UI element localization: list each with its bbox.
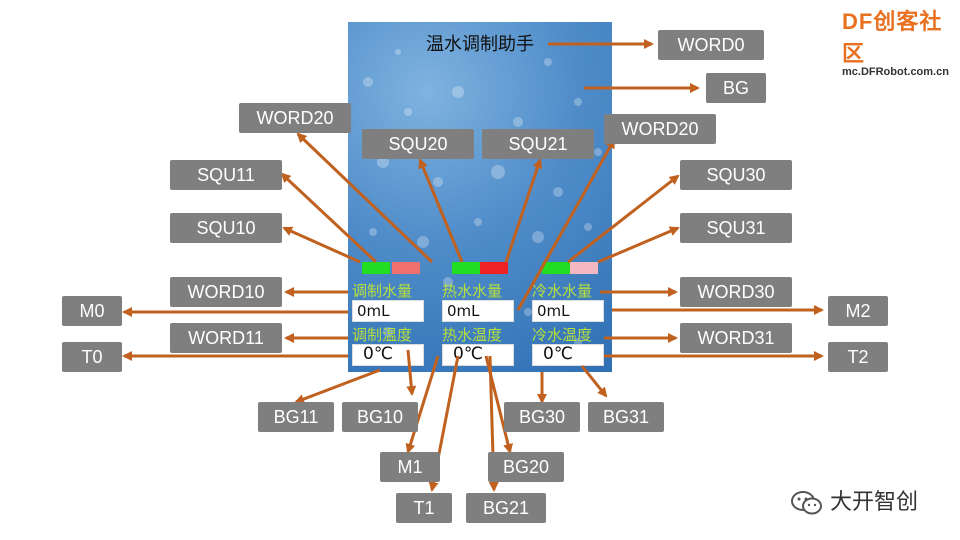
label-bg30: BG30 [504, 402, 580, 432]
label-bg11: BG11 [258, 402, 334, 432]
device-screen: 温水调制助手 调制水量 0mL 调制温度 0℃ 热水水量 0mL 热水温度 0℃… [348, 22, 612, 372]
m0-box: 0mL [352, 300, 424, 322]
label-word10: WORD10 [170, 277, 282, 307]
label-squ11: SQU11 [170, 160, 282, 190]
m0-value: 0mL [357, 302, 390, 320]
dfrobot-logo: DF创客社区 mc.DFRobot.com.cn [842, 4, 960, 78]
squ21-indicator [480, 262, 508, 274]
squ30-indicator [542, 262, 570, 274]
wechat-icon [791, 491, 822, 515]
label-m2: M2 [828, 296, 888, 326]
watermark-text: 大开智创 [830, 490, 919, 515]
label-t2: T2 [828, 342, 888, 372]
label-bg20: BG20 [488, 452, 564, 482]
label-squ21: SQU21 [482, 129, 594, 159]
label-m0: M0 [62, 296, 122, 326]
watermark: 大开智创 [790, 484, 918, 516]
squ31-indicator [570, 262, 598, 274]
label-word20-left: WORD20 [239, 103, 351, 133]
t0-box: 0℃ [352, 344, 424, 366]
m1-box: 0mL [442, 300, 514, 322]
logo-brand: DF创客社区 [842, 9, 943, 66]
word31-label: 冷水温度 [532, 326, 593, 344]
word30-label: 冷水水量 [532, 282, 593, 300]
screen-title: 温水调制助手 [426, 34, 534, 55]
label-bg10: BG10 [342, 402, 418, 432]
t2-value: 0℃ [543, 344, 573, 364]
label-m1: M1 [380, 452, 440, 482]
label-t0: T0 [62, 342, 122, 372]
label-t1: T1 [396, 493, 452, 523]
label-word11: WORD11 [170, 323, 282, 353]
t1-box: 0℃ [442, 344, 514, 366]
logo-site: mc.DFRobot.com.cn [842, 66, 949, 78]
squ10-indicator [362, 262, 390, 274]
t0-value: 0℃ [363, 344, 393, 364]
label-squ31: SQU31 [680, 213, 792, 243]
label-bg21: BG21 [466, 493, 546, 523]
m1-value: 0mL [447, 302, 480, 320]
m2-box: 0mL [532, 300, 604, 322]
word21-label: 热水温度 [442, 326, 503, 344]
word20-label: 热水水量 [442, 282, 503, 300]
t1-value: 0℃ [453, 344, 483, 364]
label-squ30: SQU30 [680, 160, 792, 190]
label-bg31: BG31 [588, 402, 664, 432]
label-bg: BG [706, 73, 766, 103]
label-squ20: SQU20 [362, 129, 474, 159]
t2-box: 0℃ [532, 344, 604, 366]
label-word0: WORD0 [658, 30, 764, 60]
m2-value: 0mL [537, 302, 570, 320]
squ11-indicator [392, 262, 420, 274]
word11-label: 调制温度 [352, 326, 413, 344]
squ20-indicator [452, 262, 480, 274]
label-word31: WORD31 [680, 323, 792, 353]
label-word20-right: WORD20 [604, 114, 716, 144]
word10-label: 调制水量 [352, 282, 413, 300]
label-word30: WORD30 [680, 277, 792, 307]
label-squ10: SQU10 [170, 213, 282, 243]
